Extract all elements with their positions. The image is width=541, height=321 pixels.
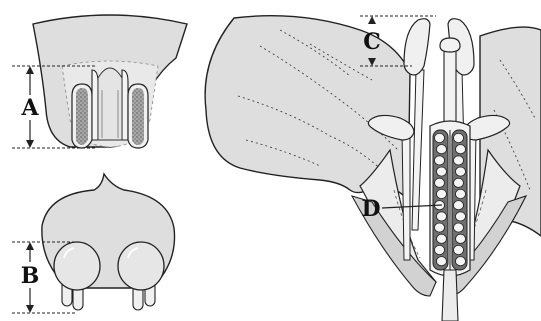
ovule <box>456 212 466 221</box>
ovule <box>435 156 445 165</box>
ovule <box>454 133 464 142</box>
ovule <box>437 189 447 198</box>
ovule <box>456 234 466 243</box>
top-flower-filament-left <box>92 70 98 140</box>
ovule <box>454 245 464 254</box>
flower-bottom-left <box>42 174 175 310</box>
label-a: A <box>20 95 39 121</box>
bottom-anther-right <box>118 242 164 290</box>
ovule <box>454 201 464 210</box>
top-flower-filament-right <box>122 70 128 140</box>
ovule <box>454 156 464 165</box>
label-b: B <box>21 263 40 289</box>
ovule <box>435 245 445 254</box>
top-flower-anther-right <box>128 84 148 148</box>
ovule <box>456 167 466 176</box>
ovule <box>437 234 447 243</box>
top-flower-anther-left <box>72 84 92 148</box>
label-c: C <box>363 29 381 55</box>
ovule <box>435 133 445 142</box>
ovule <box>437 212 447 221</box>
ovule <box>456 257 466 266</box>
ovule <box>456 145 466 154</box>
ovule <box>454 223 464 232</box>
ovule <box>456 189 466 198</box>
ovule <box>435 178 445 187</box>
bottom-anther-left <box>54 242 100 290</box>
ovule <box>454 178 464 187</box>
label-d: D <box>361 196 380 222</box>
ovule <box>437 167 447 176</box>
ovule <box>435 223 445 232</box>
ovule <box>437 145 447 154</box>
flower-top-left <box>33 15 187 148</box>
ovule <box>437 257 447 266</box>
